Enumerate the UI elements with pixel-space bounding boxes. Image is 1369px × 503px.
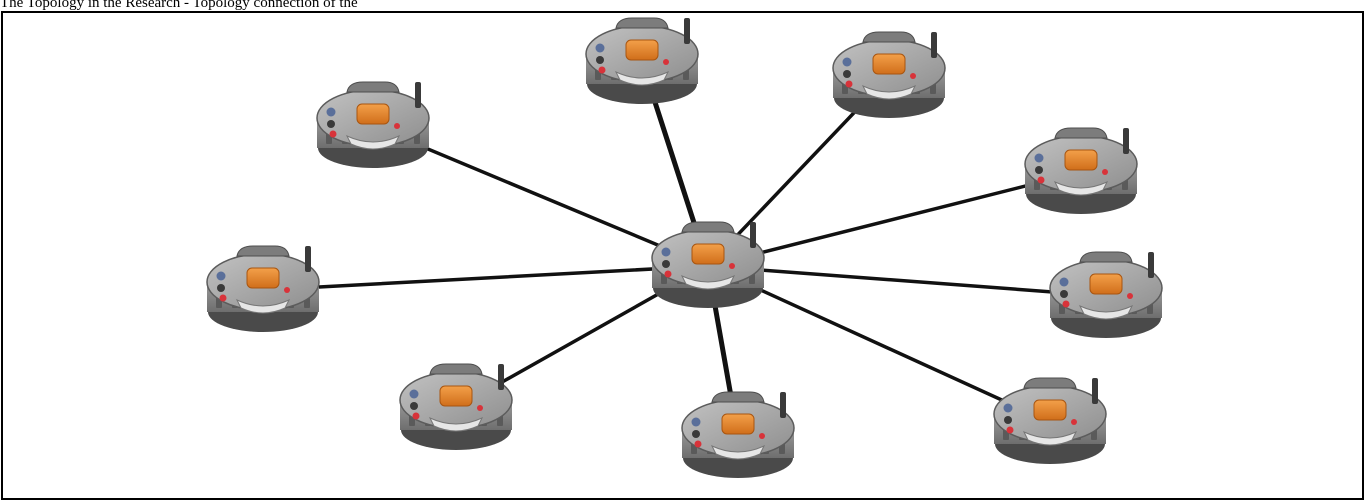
sensor-node-right-lower [1049, 251, 1163, 338]
status-led-blue [326, 107, 336, 117]
node-button [246, 267, 280, 289]
node-button [1033, 399, 1067, 421]
node-button [691, 243, 725, 265]
sensor-node-bottom-left [399, 363, 513, 450]
node-button [721, 413, 755, 435]
status-led-blue [409, 389, 419, 399]
status-led-red [1062, 300, 1070, 308]
node-button [1089, 273, 1123, 295]
status-led-blue [661, 247, 671, 257]
status-led-red [412, 412, 420, 420]
status-led-red [598, 66, 606, 74]
nodes-layer [206, 17, 1163, 478]
status-led-blue [1059, 277, 1069, 287]
status-led-red [845, 80, 853, 88]
status-led-blue [216, 271, 226, 281]
sensor-node-bottom-right [993, 377, 1107, 464]
status-led-red [1037, 176, 1045, 184]
sensor-node-center [651, 221, 765, 308]
status-led-blue [1003, 403, 1013, 413]
status-led-blue [842, 57, 852, 67]
status-led-red [1006, 426, 1014, 434]
status-led-red [219, 294, 227, 302]
link-center-top-left [371, 124, 710, 268]
status-led-blue [595, 43, 605, 53]
sensor-node-top [585, 17, 699, 104]
status-led-red [329, 130, 337, 138]
sensor-node-bottom [681, 391, 795, 478]
figure-caption: The Topology in the Research - Topology … [0, 0, 358, 11]
link-center-right-upper [706, 170, 1083, 268]
status-led-red [694, 440, 702, 448]
node-button [625, 39, 659, 61]
sensor-node-top-left [316, 81, 430, 168]
link-center-right-lower [706, 264, 1108, 298]
sensor-node-top-right [832, 31, 946, 118]
status-led-blue [1034, 153, 1044, 163]
link-center-bottom-right [706, 264, 1052, 424]
sensor-node-right-upper [1024, 127, 1138, 214]
node-button [356, 103, 390, 125]
link-center-left [261, 264, 710, 292]
status-led-red [664, 270, 672, 278]
node-button [872, 53, 906, 75]
node-button [1064, 149, 1098, 171]
sensor-node-left [206, 245, 320, 332]
status-led-blue [691, 417, 701, 427]
node-button [439, 385, 473, 407]
